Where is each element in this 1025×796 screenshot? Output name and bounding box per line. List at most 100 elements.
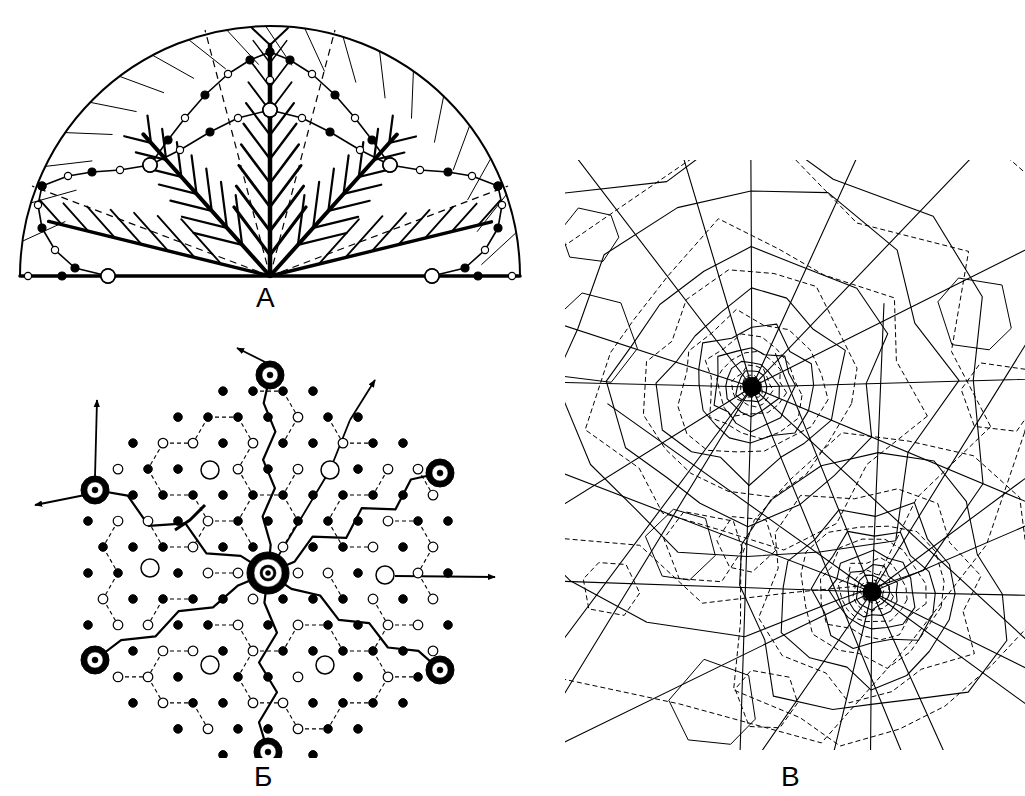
line-art <box>741 375 763 397</box>
line-art <box>565 160 983 637</box>
line-art <box>120 76 164 92</box>
line-art <box>726 361 780 416</box>
dot <box>174 725 183 734</box>
dot <box>114 569 123 578</box>
line-art <box>714 348 795 432</box>
dot <box>233 568 243 578</box>
line-art <box>643 270 857 497</box>
line-art <box>150 52 270 165</box>
dot <box>219 387 228 396</box>
line-art <box>344 155 349 193</box>
line-art <box>159 185 197 194</box>
line-art <box>398 210 429 245</box>
dot <box>246 56 254 64</box>
line-art <box>38 186 108 276</box>
dot <box>254 559 282 587</box>
dot <box>369 699 378 708</box>
dot <box>369 647 378 656</box>
dot <box>219 491 228 500</box>
panel-letter: В <box>781 763 800 791</box>
line-art <box>664 512 743 582</box>
line-art <box>717 351 787 416</box>
line-art <box>699 324 814 443</box>
leaf-venation <box>20 26 520 283</box>
dot <box>143 158 157 172</box>
dot <box>64 172 71 179</box>
dot <box>494 182 502 190</box>
line-art <box>565 456 872 592</box>
line-art <box>452 204 477 232</box>
arrow <box>35 495 85 505</box>
dot <box>219 543 228 552</box>
dot <box>113 620 123 630</box>
dot <box>158 438 168 448</box>
dot <box>432 662 448 678</box>
line-art <box>270 186 304 231</box>
line-art <box>241 145 270 183</box>
dot <box>188 646 198 656</box>
line-art <box>65 133 112 135</box>
line-art <box>608 404 872 592</box>
line-art <box>189 40 226 69</box>
dot <box>159 543 168 552</box>
line-art <box>124 136 151 143</box>
dot <box>99 543 108 552</box>
dot <box>428 490 438 500</box>
dot <box>189 491 198 500</box>
dot <box>326 128 334 136</box>
dot <box>354 673 363 682</box>
line-art <box>749 160 752 387</box>
dot <box>141 559 159 577</box>
line-art <box>343 37 356 82</box>
line-art <box>40 200 62 225</box>
dot <box>266 48 273 55</box>
dot <box>339 699 348 708</box>
dot <box>158 646 168 656</box>
dot <box>248 646 258 656</box>
dot <box>24 272 31 279</box>
lattice-scheme <box>35 348 495 758</box>
dot <box>278 542 288 552</box>
dot <box>174 673 183 682</box>
dot <box>354 517 363 526</box>
line-art <box>313 182 319 228</box>
dot <box>234 673 243 682</box>
dot <box>267 372 273 378</box>
dot <box>263 103 277 117</box>
dot <box>260 565 276 581</box>
dot <box>286 56 294 64</box>
dot <box>266 571 271 576</box>
line-art <box>872 330 1025 592</box>
dot <box>339 543 348 552</box>
line-art <box>432 186 502 276</box>
dot <box>279 647 288 656</box>
dot <box>354 621 363 630</box>
line-art <box>63 203 88 231</box>
line-art <box>389 136 416 143</box>
arrow <box>95 400 97 477</box>
dot <box>399 491 408 500</box>
dot <box>81 646 109 674</box>
dot <box>309 387 318 396</box>
dot <box>143 620 153 630</box>
line-art <box>49 221 270 276</box>
dot <box>293 620 303 630</box>
line-art <box>717 517 776 573</box>
line-art <box>853 570 893 614</box>
dot <box>219 439 228 448</box>
dot <box>316 656 334 674</box>
dot <box>144 465 153 474</box>
dot <box>143 516 153 526</box>
dot <box>399 595 408 604</box>
dot <box>129 595 138 604</box>
dot <box>224 70 231 77</box>
dot <box>38 182 46 190</box>
dot <box>383 672 393 682</box>
dot <box>219 595 228 604</box>
dot <box>266 48 274 56</box>
line-art <box>251 61 270 87</box>
dot <box>413 464 423 474</box>
dot <box>264 517 273 526</box>
dot <box>51 246 58 253</box>
